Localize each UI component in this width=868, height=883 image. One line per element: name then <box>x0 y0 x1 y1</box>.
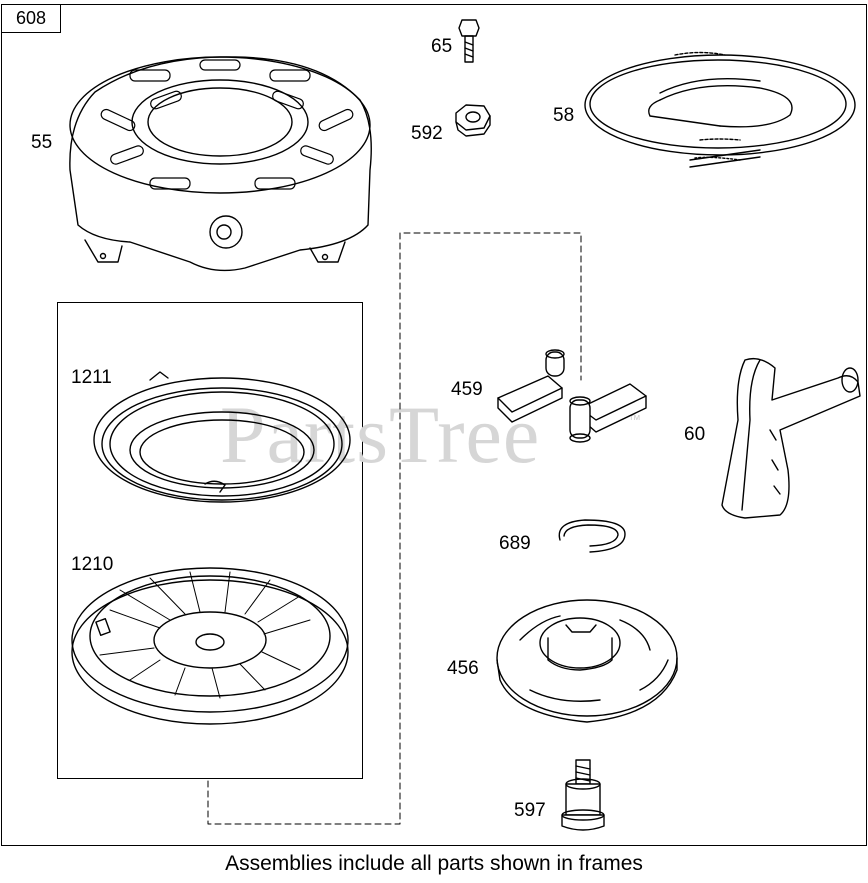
retainer-ring-drawing <box>558 519 626 553</box>
part-label-456[interactable]: 456 <box>447 658 479 679</box>
starter-cup-retainer-drawing <box>496 599 678 723</box>
part-label-65[interactable]: 65 <box>431 36 453 57</box>
part-label-592[interactable]: 592 <box>411 123 443 144</box>
part-label-58[interactable]: 58 <box>553 105 575 126</box>
screw-drawing <box>458 19 480 63</box>
shoulder-screw-drawing <box>561 759 605 831</box>
part-label-597[interactable]: 597 <box>514 800 546 821</box>
nut-drawing <box>455 104 491 137</box>
part-label-55[interactable]: 55 <box>31 132 53 153</box>
diagram-border <box>1 4 867 846</box>
reference-number-box: 608 <box>1 4 61 33</box>
reference-number: 608 <box>15 8 47 28</box>
part-label-60[interactable]: 60 <box>684 424 706 445</box>
part-label-689[interactable]: 689 <box>499 533 531 554</box>
starter-handle-drawing <box>721 357 861 519</box>
assembly-footnote: Assemblies include all parts shown in fr… <box>225 852 643 875</box>
blower-housing-drawing <box>69 56 372 272</box>
part-label-459[interactable]: 459 <box>451 379 483 400</box>
starter-rope-drawing <box>584 51 856 168</box>
dog-pawl-drawing <box>497 349 647 443</box>
part-label-1211[interactable]: 1211 <box>71 367 112 388</box>
part-label-1210[interactable]: 1210 <box>71 554 114 575</box>
watermark-text: PartsTree <box>220 389 541 480</box>
assembly-frame <box>57 302 363 779</box>
rewind-spring-drawing <box>93 371 351 503</box>
assembly-connector-lines <box>207 232 582 825</box>
pulley-drawing <box>71 567 349 725</box>
